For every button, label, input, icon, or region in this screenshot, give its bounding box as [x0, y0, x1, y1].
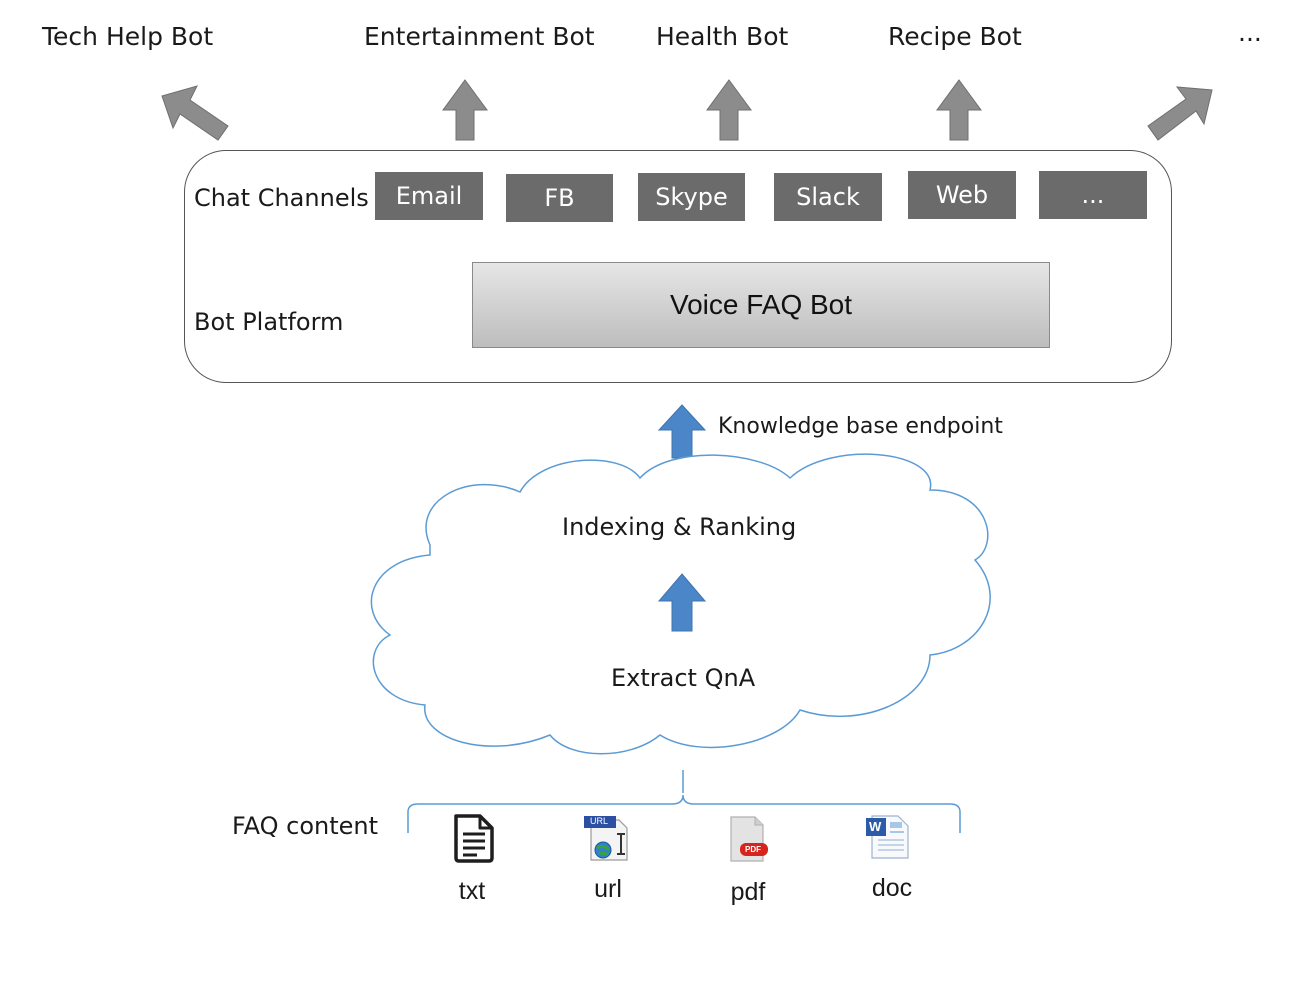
indexing-ranking-label: Indexing & Ranking: [562, 513, 797, 541]
faq-brace: [407, 794, 961, 833]
bot-label-tech-help: Tech Help Bot: [42, 22, 214, 51]
arrow-health: [706, 79, 752, 141]
file-label-pdf: pdf: [730, 878, 766, 906]
url-file-icon: URL: [583, 814, 631, 862]
text-file-icon: [452, 812, 496, 864]
extract-qna-label: Extract QnA: [611, 664, 756, 692]
bot-label-entertainment: Entertainment Bot: [364, 22, 595, 51]
arrow-entertainment: [442, 79, 488, 141]
channel-slack: Slack: [774, 173, 882, 221]
voice-faq-bot-label: Voice FAQ Bot: [669, 289, 853, 320]
arrow-tech-help: [161, 85, 229, 141]
bot-label-more: ...: [1238, 18, 1262, 47]
file-label-txt: txt: [458, 877, 486, 905]
pdf-file-icon: PDF: [728, 815, 770, 863]
channel-more: ...: [1039, 171, 1147, 219]
chat-channels-label: Chat Channels: [194, 184, 369, 212]
channel-email: Email: [375, 172, 483, 220]
faq-content-label: FAQ content: [232, 812, 379, 840]
bot-platform-label: Bot Platform: [194, 308, 344, 336]
channel-skype: Skype: [638, 173, 745, 221]
endpoint-label: Knowledge base endpoint: [718, 414, 1003, 439]
arrow-more: [1147, 86, 1213, 141]
doc-badge: W: [869, 819, 882, 834]
file-label-url: url: [594, 875, 622, 903]
bot-label-health: Health Bot: [656, 22, 789, 51]
file-label-doc: doc: [871, 874, 913, 902]
arrow-extract-to-index: [657, 573, 707, 632]
voice-faq-bot-box: Voice FAQ Bot: [472, 262, 1050, 348]
word-doc-icon: W: [864, 814, 910, 860]
pdf-badge: PDF: [745, 845, 761, 854]
channel-web: Web: [908, 171, 1016, 219]
bot-label-recipe: Recipe Bot: [888, 22, 1022, 51]
arrow-endpoint: [657, 404, 707, 459]
channel-fb: FB: [506, 174, 613, 222]
arrow-recipe: [936, 79, 982, 141]
url-badge: URL: [590, 816, 609, 826]
